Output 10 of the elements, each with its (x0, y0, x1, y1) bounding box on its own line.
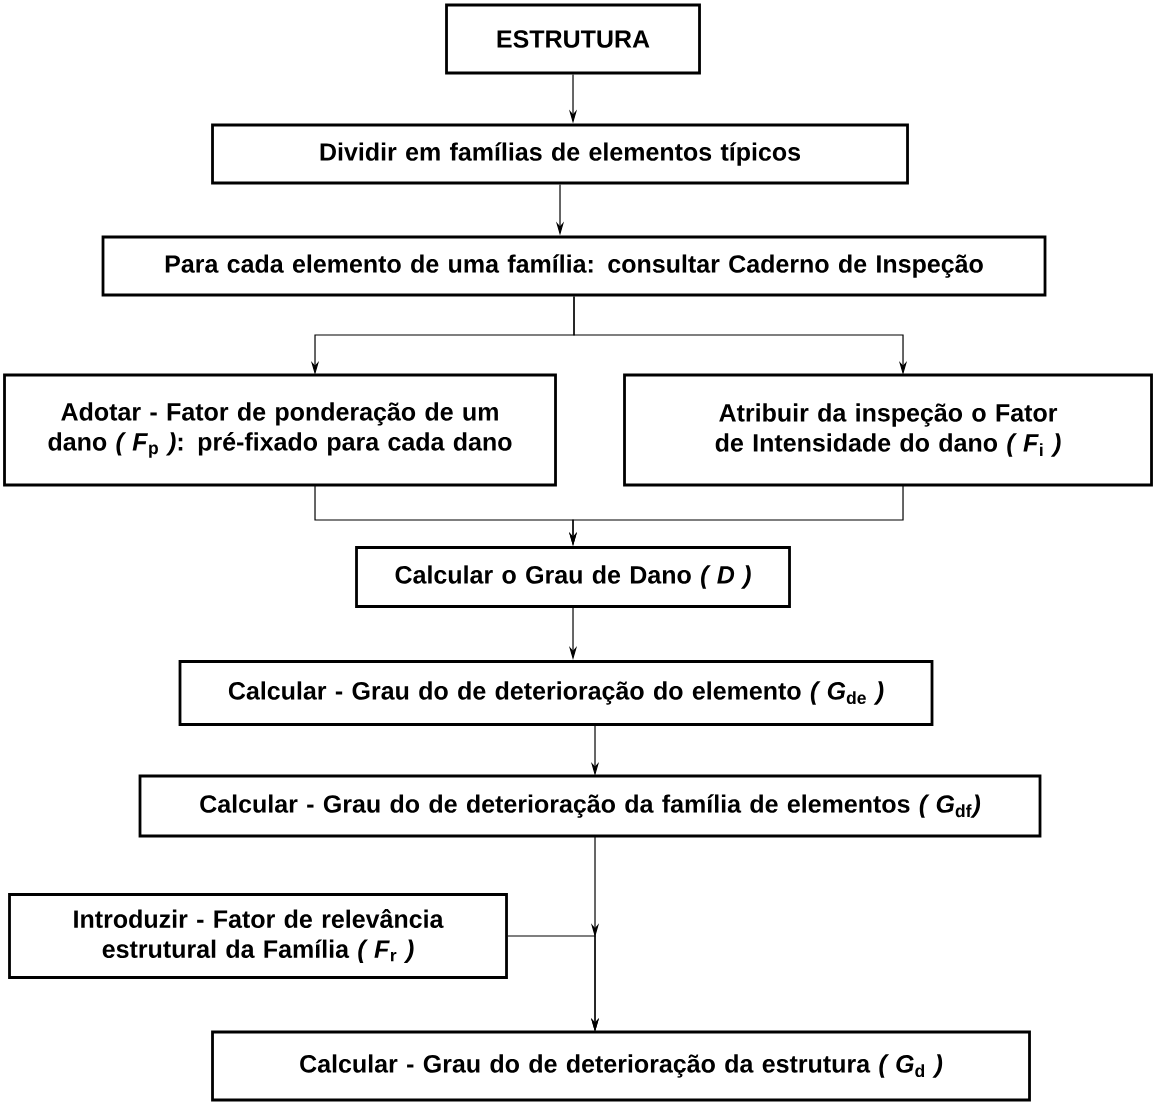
process-box: ESTRUTURA (445, 3, 701, 75)
process-box: Para cada elemento de uma família: consultar Caderno de Inspeção (101, 235, 1047, 297)
process-box: Dividir em famílias de elementos típicos (211, 123, 909, 185)
process-box: Introduzir - Fator de relevância estrutural da Família ( F$_{r}$ ) (8, 893, 508, 979)
process-box: Calcular - Grau do de deterioração da família de elementos ( G$_{df}$) (138, 774, 1042, 838)
process-box: Adotar - Fator de ponderação de um dano ( F$_{p}$ ): pré-fixado para cada dano (3, 373, 557, 487)
process-box: Calcular - Grau do de deterioração da estrutura ( G$_{d}$ ) (211, 1030, 1031, 1102)
process-box: Calcular o Grau de Dano ( D ) (355, 546, 791, 608)
process-box: Atribuir da inspeção o Fator de Intensidade do dano ( F$_{i}$ ) (623, 373, 1153, 487)
process-box: Calcular - Grau do de deterioração do elemento ( G$_{de}$ ) (178, 660, 934, 726)
